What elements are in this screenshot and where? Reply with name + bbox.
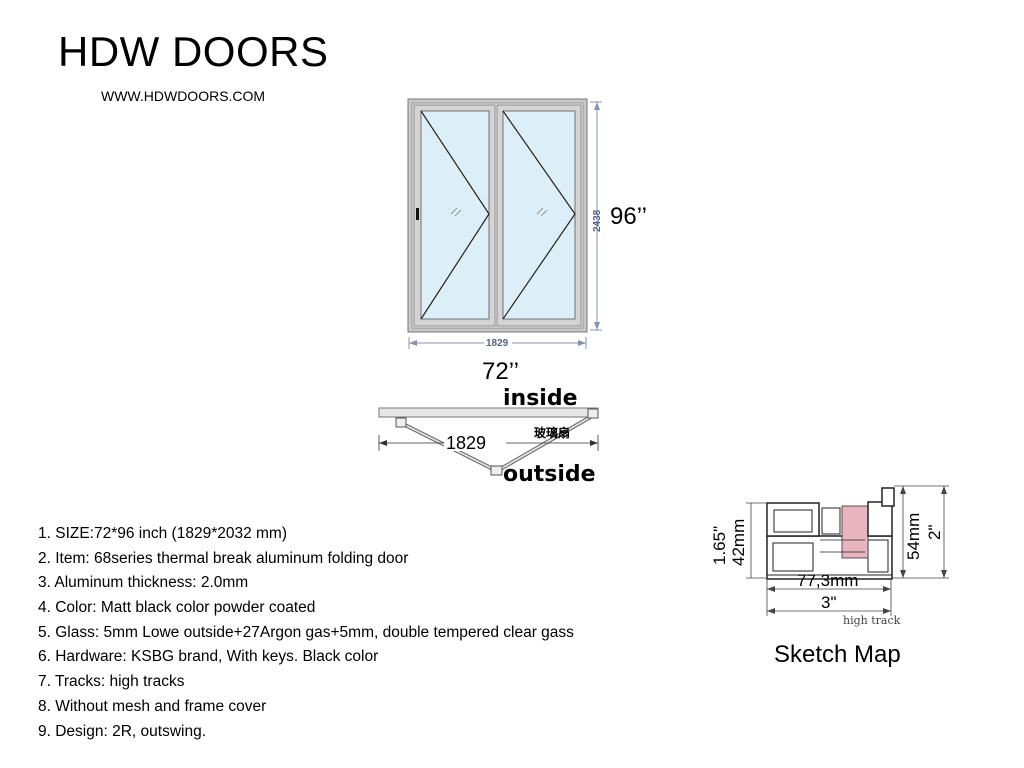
arrow-icon (941, 486, 947, 494)
profile-top-lip (881, 487, 895, 507)
spec-item: 1. SIZE:72*96 inch (1829*2032 mm) (38, 525, 287, 542)
arrow-icon (900, 570, 906, 578)
sketch-width-inch-label: 3" (821, 593, 837, 612)
arrow-icon (590, 440, 598, 446)
plan-folded-panel (400, 421, 498, 473)
outside-label: outside (503, 462, 596, 487)
plan-track (378, 407, 599, 418)
arrow-icon (594, 102, 600, 110)
spec-item: 8. Without mesh and frame cover (38, 697, 267, 715)
sketch-map-caption: Sketch Map (774, 641, 901, 668)
profile-inner-base-right (867, 539, 889, 573)
glass-mark (454, 209, 462, 217)
plan-folded-panel (400, 422, 498, 472)
spec-item: 6. Hardware: KSBG brand, With keys. Blac… (38, 648, 379, 666)
right-panel-swing-line (502, 110, 576, 320)
profile-thermal-break (841, 505, 869, 559)
profile-inner-base-left (772, 542, 814, 572)
specification-list: 1. SIZE:72*96 inch (1829*2032 mm) 2. Ite… (38, 522, 574, 744)
arrow-icon (900, 486, 906, 494)
door-handle (416, 208, 419, 220)
plan-panel-label: 玻璃扇 (534, 425, 570, 440)
spec-item: 3. Aluminum thickness: 2.0mm (38, 574, 249, 592)
left-panel-swing-line (420, 110, 490, 320)
glass-mark (450, 207, 458, 215)
plan-hinge (490, 465, 503, 476)
glass-mark (540, 209, 548, 217)
sketch-right-inch-label: 2" (925, 525, 944, 541)
spec-item: 5. Glass: 5mm Lowe outside+27Argon gas+5… (38, 623, 574, 641)
arrow-icon (767, 586, 775, 592)
glass-mark (536, 207, 544, 215)
height-inch-label: 96’’ (610, 203, 647, 230)
spec-item: 4. Color: Matt black color powder coated (38, 599, 316, 617)
profile-inner-left (773, 509, 813, 533)
spec-item: 7. Tracks: high tracks (38, 673, 185, 691)
arrow-icon (409, 340, 417, 346)
sketch-right-mm-label: 54mm (904, 513, 923, 560)
sketch-left-inch-label: 1.65" (710, 526, 729, 565)
left-panel-frame (413, 104, 496, 327)
arrow-icon (578, 340, 586, 346)
spec-item: 2. Item: 68series thermal break aluminum… (38, 549, 409, 567)
width-inch-label: 72’’ (482, 358, 519, 385)
height-mm-label: 2438 (592, 209, 603, 232)
right-panel-frame (496, 104, 582, 327)
brand-title: HDW DOORS (58, 28, 329, 75)
arrow-icon (379, 440, 387, 446)
profile-top-right (867, 501, 893, 537)
inside-label: inside (503, 386, 578, 411)
plan-folded-panel (496, 414, 595, 472)
arrow-icon (767, 608, 775, 614)
sketch-width-mm-label: 77,3mm (797, 571, 858, 590)
door-outer-frame (407, 98, 588, 333)
width-mm-label: 1829 (486, 338, 509, 349)
profile-glass-channel (821, 507, 841, 535)
door-inner-frame (411, 102, 584, 329)
arrow-icon (941, 570, 947, 578)
plan-width-label: 1829 (446, 433, 486, 453)
sketch-track-label: high track (843, 614, 901, 627)
profile-top-left (766, 502, 820, 537)
plan-hinge (587, 408, 599, 419)
arrow-icon (594, 322, 600, 330)
arrow-icon (883, 586, 891, 592)
arrow-icon (883, 608, 891, 614)
sketch-left-mm-label: 42mm (729, 519, 748, 566)
plan-folded-panel (496, 413, 595, 473)
spec-item: 9. Design: 2R, outswing. (38, 722, 207, 740)
profile-base (766, 535, 893, 580)
right-panel-glass (502, 110, 576, 320)
left-panel-glass (420, 110, 490, 320)
plan-hinge (395, 417, 407, 428)
website-url[interactable]: WWW.HDWDOORS.COM (101, 88, 266, 104)
